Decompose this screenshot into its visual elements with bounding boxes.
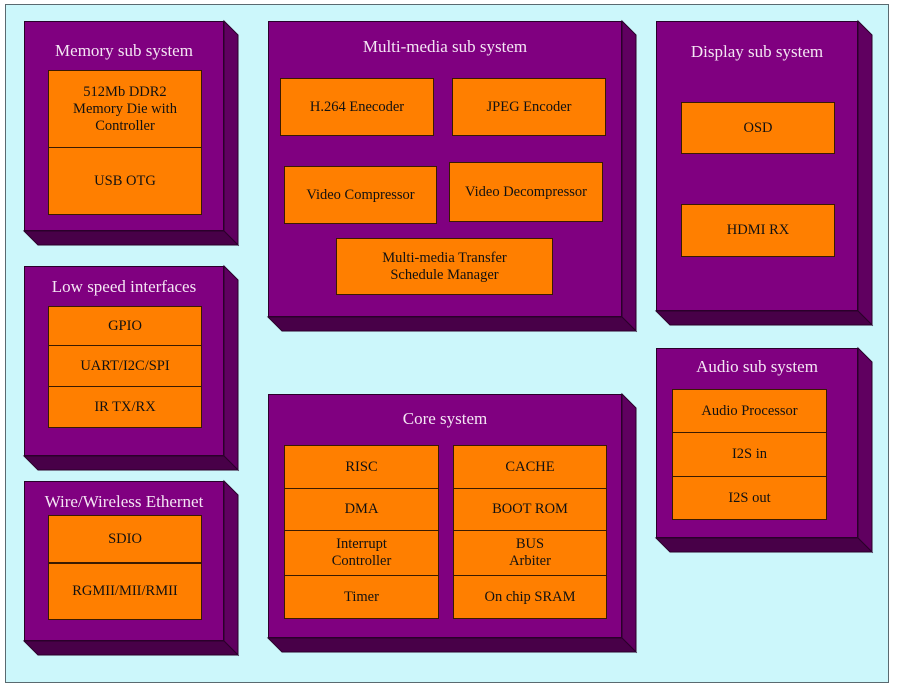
- i2s-out-cell: I2S out: [672, 476, 827, 520]
- uart-i2c-spi-cell: UART/I2C/SPI: [48, 345, 202, 387]
- block-depth: [266, 19, 638, 333]
- timer-cell: Timer: [284, 575, 439, 619]
- block-depth: [22, 264, 240, 472]
- block-depth: [22, 19, 240, 247]
- block-side-face: [857, 19, 873, 327]
- display-subsystem-title: Display sub system: [690, 42, 824, 61]
- usb-otg-cell: USB OTG: [48, 147, 202, 215]
- block-depth: [654, 19, 874, 327]
- block-side-face: [223, 19, 239, 247]
- multimedia-subsystem-title: Multi-media sub system: [362, 37, 528, 56]
- block-side-face: [621, 19, 637, 333]
- sdio-cell: SDIO: [48, 515, 202, 563]
- display-subsystem-block: Display sub system: [654, 19, 874, 327]
- boot-rom-cell: BOOT ROM: [453, 488, 607, 531]
- ethernet-title: Wire/Wireless Ethernet: [44, 492, 204, 511]
- low-speed-interfaces-title: Low speed interfaces: [51, 277, 197, 296]
- hdmi-rx-cell: HDMI RX: [681, 204, 835, 257]
- block-bottom-face: [654, 537, 874, 553]
- block-depth: [654, 346, 874, 554]
- block-bottom-face: [22, 640, 240, 656]
- block-bottom-face: [266, 637, 638, 653]
- bus-arbiter-cell: BUS Arbiter: [453, 530, 607, 576]
- block-side-face: [857, 346, 873, 554]
- block-bottom-face: [22, 230, 240, 246]
- video-compressor-cell: Video Compressor: [284, 166, 437, 224]
- osd-cell: OSD: [681, 102, 835, 154]
- block-bottom-face: [266, 316, 638, 332]
- block-depth: [22, 479, 240, 657]
- block-front-face: [656, 21, 858, 311]
- h264-encoder-cell: H.264 Enecoder: [280, 78, 434, 136]
- transfer-schedule-manager-cell: Multi-media Transfer Schedule Manager: [336, 238, 553, 295]
- block-bottom-face: [22, 455, 240, 471]
- video-decompressor-cell: Video Decompressor: [449, 162, 603, 222]
- ir-tx-rx-cell: IR TX/RX: [48, 386, 202, 428]
- rgmii-mii-rmii-cell: RGMII/MII/RMII: [48, 563, 202, 620]
- on-chip-sram-cell: On chip SRAM: [453, 575, 607, 619]
- block-side-face: [223, 264, 239, 472]
- risc-cell: RISC: [284, 445, 439, 489]
- ddr2-memory-cell: 512Mb DDR2 Memory Die with Controller: [48, 70, 202, 148]
- gpio-cell: GPIO: [48, 306, 202, 346]
- block-side-face: [223, 479, 239, 657]
- jpeg-encoder-cell: JPEG Encoder: [452, 78, 606, 136]
- interrupt-controller-cell: Interrupt Controller: [284, 530, 439, 576]
- block-bottom-face: [654, 310, 874, 326]
- block-side-face: [621, 392, 637, 654]
- dma-cell: DMA: [284, 488, 439, 531]
- audio-processor-cell: Audio Processor: [672, 389, 827, 433]
- memory-subsystem-title: Memory sub system: [55, 41, 193, 60]
- audio-subsystem-title: Audio sub system: [696, 357, 818, 376]
- core-system-title: Core system: [402, 409, 488, 428]
- block-depth: [266, 392, 638, 654]
- cache-cell: CACHE: [453, 445, 607, 489]
- i2s-in-cell: I2S in: [672, 432, 827, 477]
